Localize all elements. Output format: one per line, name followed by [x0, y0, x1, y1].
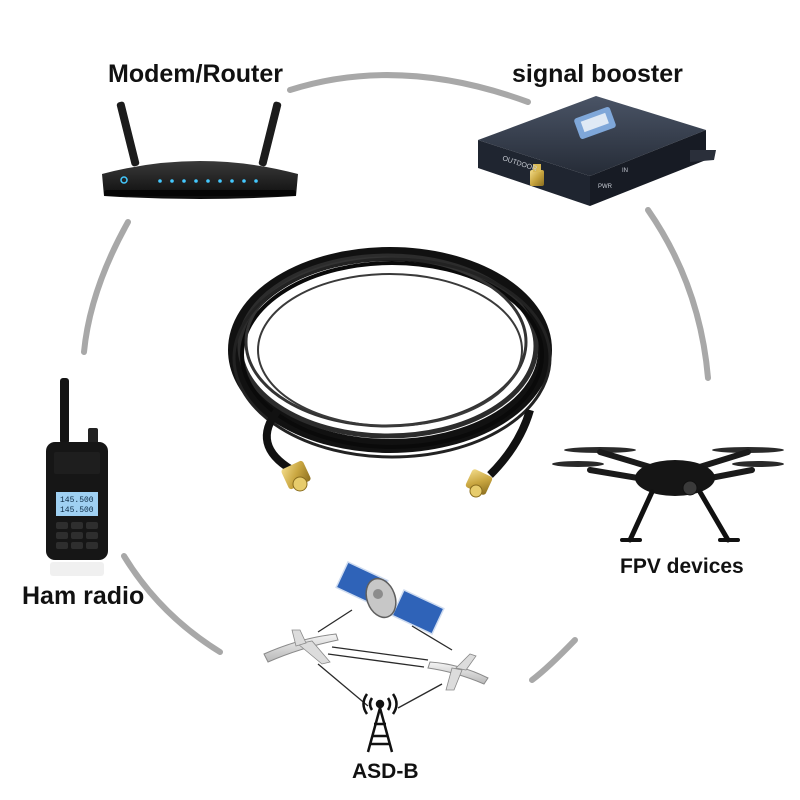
arc-top [287, 72, 531, 105]
coaxial-cable-icon [228, 247, 552, 478]
signal-booster-icon: OUTDOOR PWR IN [478, 96, 716, 206]
adsb-label: ASD-B [352, 760, 419, 783]
airplane-icon [263, 629, 489, 691]
fpv-label: FPV devices [620, 555, 744, 578]
arc-lower-right [529, 637, 578, 683]
satellite-icon [335, 561, 445, 635]
sma-connector-icon [281, 460, 493, 498]
drone-icon [552, 447, 784, 543]
booster-indoor-text: IN [622, 168, 628, 174]
router-label: Modem/Router [108, 60, 283, 88]
radio-display-line1: 145.500 [60, 496, 94, 505]
booster-label: signal booster [512, 60, 683, 88]
arc-upper-right [645, 207, 711, 381]
router-icon [102, 101, 298, 199]
arc-upper-left [81, 219, 131, 355]
ham-radio-label: Ham radio [22, 582, 145, 610]
radio-display-line2: 145.500 [60, 506, 94, 515]
radio-tower-icon [362, 693, 398, 753]
signal-arrows [317, 609, 453, 709]
connection-arcs [81, 72, 711, 683]
ham-radio-icon: 145.500 145.500 [46, 378, 108, 576]
booster-power-text: PWR [598, 184, 613, 190]
arc-lower-left [121, 553, 223, 655]
